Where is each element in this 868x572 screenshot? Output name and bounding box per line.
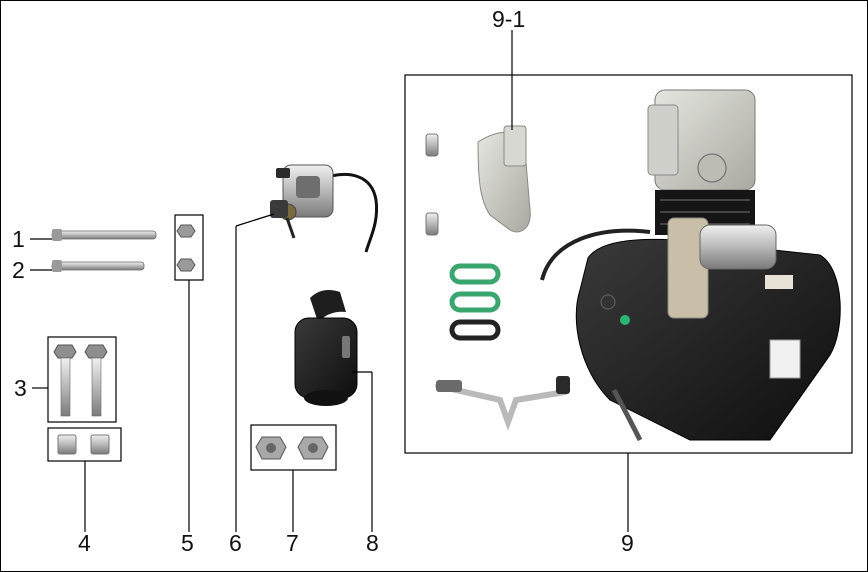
label-part-2: 2 xyxy=(12,257,25,283)
part-3-flange-bolts xyxy=(32,336,117,423)
part-2-bolt xyxy=(30,260,145,272)
label-part-9: 9 xyxy=(621,530,634,556)
part-6-carburetor xyxy=(235,164,379,532)
label-part-4: 4 xyxy=(78,530,91,556)
part-1-long-bolt xyxy=(30,229,157,241)
part-4-spacers xyxy=(47,427,122,532)
part-9-1-intake-manifold xyxy=(477,30,531,233)
part-7-nuts xyxy=(250,424,337,532)
engine-body xyxy=(540,89,841,442)
label-part-3: 3 xyxy=(14,375,27,401)
label-part-1: 1 xyxy=(12,226,25,252)
part-5-nuts xyxy=(174,214,204,532)
label-part-8: 8 xyxy=(366,530,379,556)
part-8-air-filter xyxy=(294,290,373,532)
label-part-6: 6 xyxy=(229,530,242,556)
part-9-engine-assembly xyxy=(404,30,853,532)
gaskets xyxy=(449,263,501,341)
label-part-9-1: 9-1 xyxy=(492,6,526,32)
label-part-5: 5 xyxy=(181,530,194,556)
label-part-7: 7 xyxy=(286,530,299,556)
